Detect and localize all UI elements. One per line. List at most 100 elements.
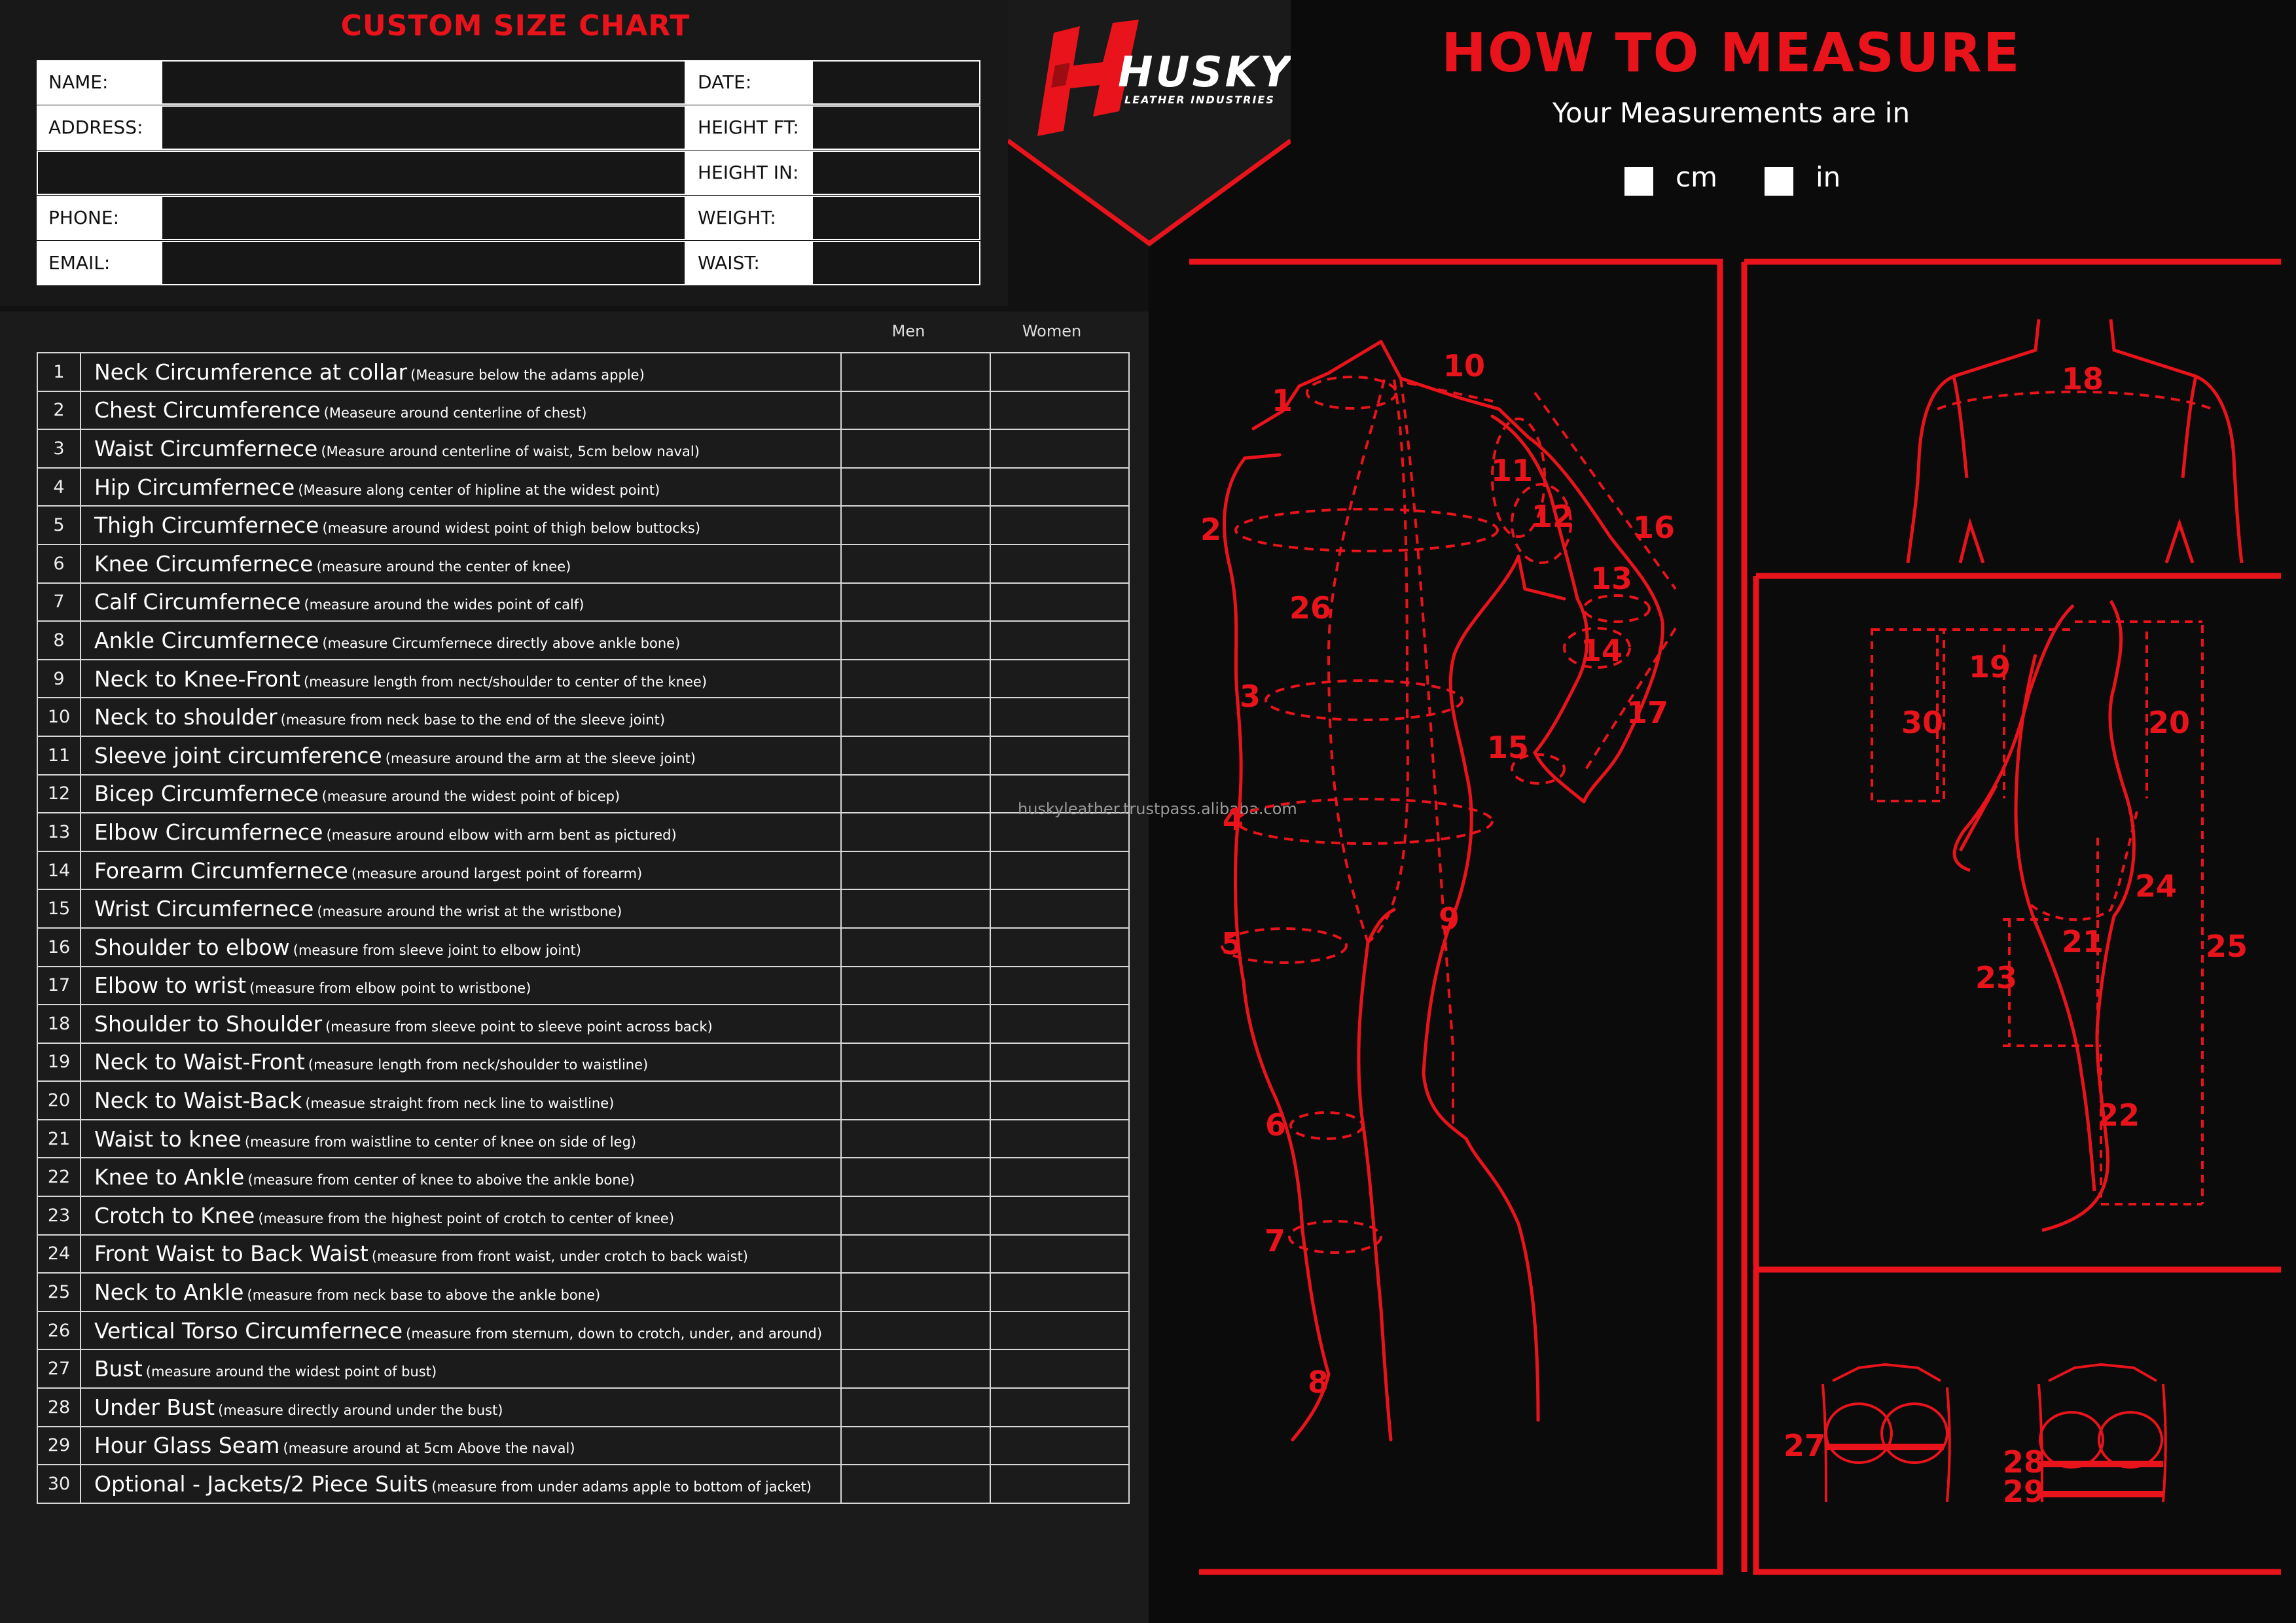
measurement-note: (measure around the wides point of calf) xyxy=(304,597,584,613)
men-value-cell[interactable] xyxy=(840,1310,991,1351)
row-number: 25 xyxy=(37,1272,81,1312)
women-value-cell[interactable] xyxy=(990,812,1130,852)
women-value-cell[interactable] xyxy=(990,467,1130,507)
measurement-cell: Sleeve joint circumference (measure arou… xyxy=(80,735,842,776)
men-value-cell[interactable] xyxy=(840,850,991,891)
women-value-cell[interactable] xyxy=(990,735,1130,776)
women-value-cell[interactable] xyxy=(990,505,1130,545)
men-value-cell[interactable] xyxy=(840,1272,991,1312)
cm-checkbox[interactable] xyxy=(1624,167,1653,196)
units-subtitle: Your Measurements are in xyxy=(1552,97,1910,129)
women-value-cell[interactable] xyxy=(990,1464,1130,1504)
men-value-cell[interactable] xyxy=(840,735,991,776)
measurement-cell: Under Bust (measure directly around unde… xyxy=(80,1387,842,1427)
women-value-cell[interactable] xyxy=(990,850,1130,891)
email-field[interactable] xyxy=(161,241,686,285)
men-value-cell[interactable] xyxy=(840,1234,991,1274)
men-value-cell[interactable] xyxy=(840,620,991,660)
women-value-cell[interactable] xyxy=(990,390,1130,431)
women-value-cell[interactable] xyxy=(990,620,1130,660)
measurement-note: (measure from under adams apple to botto… xyxy=(431,1479,812,1495)
men-value-cell[interactable] xyxy=(840,927,991,967)
men-value-cell[interactable] xyxy=(840,965,991,1006)
women-value-cell[interactable] xyxy=(990,658,1130,699)
row-number: 8 xyxy=(37,620,81,660)
men-value-cell[interactable] xyxy=(840,505,991,545)
women-value-cell[interactable] xyxy=(990,1349,1130,1389)
men-value-cell[interactable] xyxy=(840,1118,991,1159)
women-value-cell[interactable] xyxy=(990,429,1130,469)
men-value-cell[interactable] xyxy=(840,812,991,852)
weight-field[interactable] xyxy=(812,196,980,240)
in-checkbox[interactable] xyxy=(1765,167,1793,196)
women-value-cell[interactable] xyxy=(990,1157,1130,1198)
phone-field[interactable] xyxy=(161,196,686,240)
waist-field[interactable] xyxy=(812,241,980,285)
men-value-cell[interactable] xyxy=(840,582,991,622)
row-number: 3 xyxy=(37,429,81,469)
women-value-cell[interactable] xyxy=(990,965,1130,1006)
women-value-cell[interactable] xyxy=(990,889,1130,929)
men-value-cell[interactable] xyxy=(840,697,991,737)
women-value-cell[interactable] xyxy=(990,774,1130,814)
women-value-cell[interactable] xyxy=(990,1387,1130,1427)
men-value-cell[interactable] xyxy=(840,467,991,507)
men-value-cell[interactable] xyxy=(840,543,991,584)
men-value-cell[interactable] xyxy=(840,1080,991,1120)
name-field[interactable] xyxy=(161,60,686,105)
measurement-cell: Hip Circumfernece (Measure along center … xyxy=(80,467,842,507)
men-value-cell[interactable] xyxy=(840,1425,991,1466)
men-value-cell[interactable] xyxy=(840,658,991,699)
row-number: 24 xyxy=(37,1234,81,1274)
women-value-cell[interactable] xyxy=(990,1234,1130,1274)
men-value-cell[interactable] xyxy=(840,889,991,929)
men-value-cell[interactable] xyxy=(840,774,991,814)
women-value-cell[interactable] xyxy=(990,1004,1130,1044)
height-in-field[interactable] xyxy=(812,151,980,195)
men-value-cell[interactable] xyxy=(840,1196,991,1236)
row-number: 26 xyxy=(37,1310,81,1351)
measurement-note: (measure from waistline to center of kne… xyxy=(244,1133,637,1150)
women-value-cell[interactable] xyxy=(990,582,1130,622)
cm-label: cm xyxy=(1676,161,1718,193)
date-field[interactable] xyxy=(812,60,980,105)
women-value-cell[interactable] xyxy=(990,352,1130,392)
in-label: in xyxy=(1816,161,1841,193)
women-value-cell[interactable] xyxy=(990,1080,1130,1120)
measurement-note: (measure around the wrist at the wristbo… xyxy=(317,904,622,920)
women-value-cell[interactable] xyxy=(990,1196,1130,1236)
men-value-cell[interactable] xyxy=(840,1349,991,1389)
women-value-cell[interactable] xyxy=(990,1310,1130,1351)
women-value-cell[interactable] xyxy=(990,927,1130,967)
measurement-name: Hour Glass Seam xyxy=(94,1433,280,1459)
women-value-cell[interactable] xyxy=(990,1425,1130,1466)
measurement-name: Waist to knee xyxy=(94,1126,242,1152)
row-number: 5 xyxy=(37,505,81,545)
men-value-cell[interactable] xyxy=(840,429,991,469)
measurement-cell: Waist Circumfernece (Measure around cent… xyxy=(80,429,842,469)
men-value-cell[interactable] xyxy=(840,352,991,392)
measurement-name: Shoulder to elbow xyxy=(94,934,290,960)
address-field[interactable] xyxy=(161,105,686,150)
women-value-cell[interactable] xyxy=(990,543,1130,584)
men-value-cell[interactable] xyxy=(840,1464,991,1504)
men-value-cell[interactable] xyxy=(840,1157,991,1198)
women-value-cell[interactable] xyxy=(990,1042,1130,1082)
women-value-cell[interactable] xyxy=(990,1272,1130,1312)
men-value-cell[interactable] xyxy=(840,1387,991,1427)
measurement-name: Chest Circumference xyxy=(94,397,321,423)
address-line2-field[interactable] xyxy=(37,151,686,195)
men-value-cell[interactable] xyxy=(840,1042,991,1082)
women-value-cell[interactable] xyxy=(990,697,1130,737)
height-ft-field[interactable] xyxy=(812,105,980,150)
men-value-cell[interactable] xyxy=(840,1004,991,1044)
women-value-cell[interactable] xyxy=(990,1118,1130,1159)
men-value-cell[interactable] xyxy=(840,390,991,431)
